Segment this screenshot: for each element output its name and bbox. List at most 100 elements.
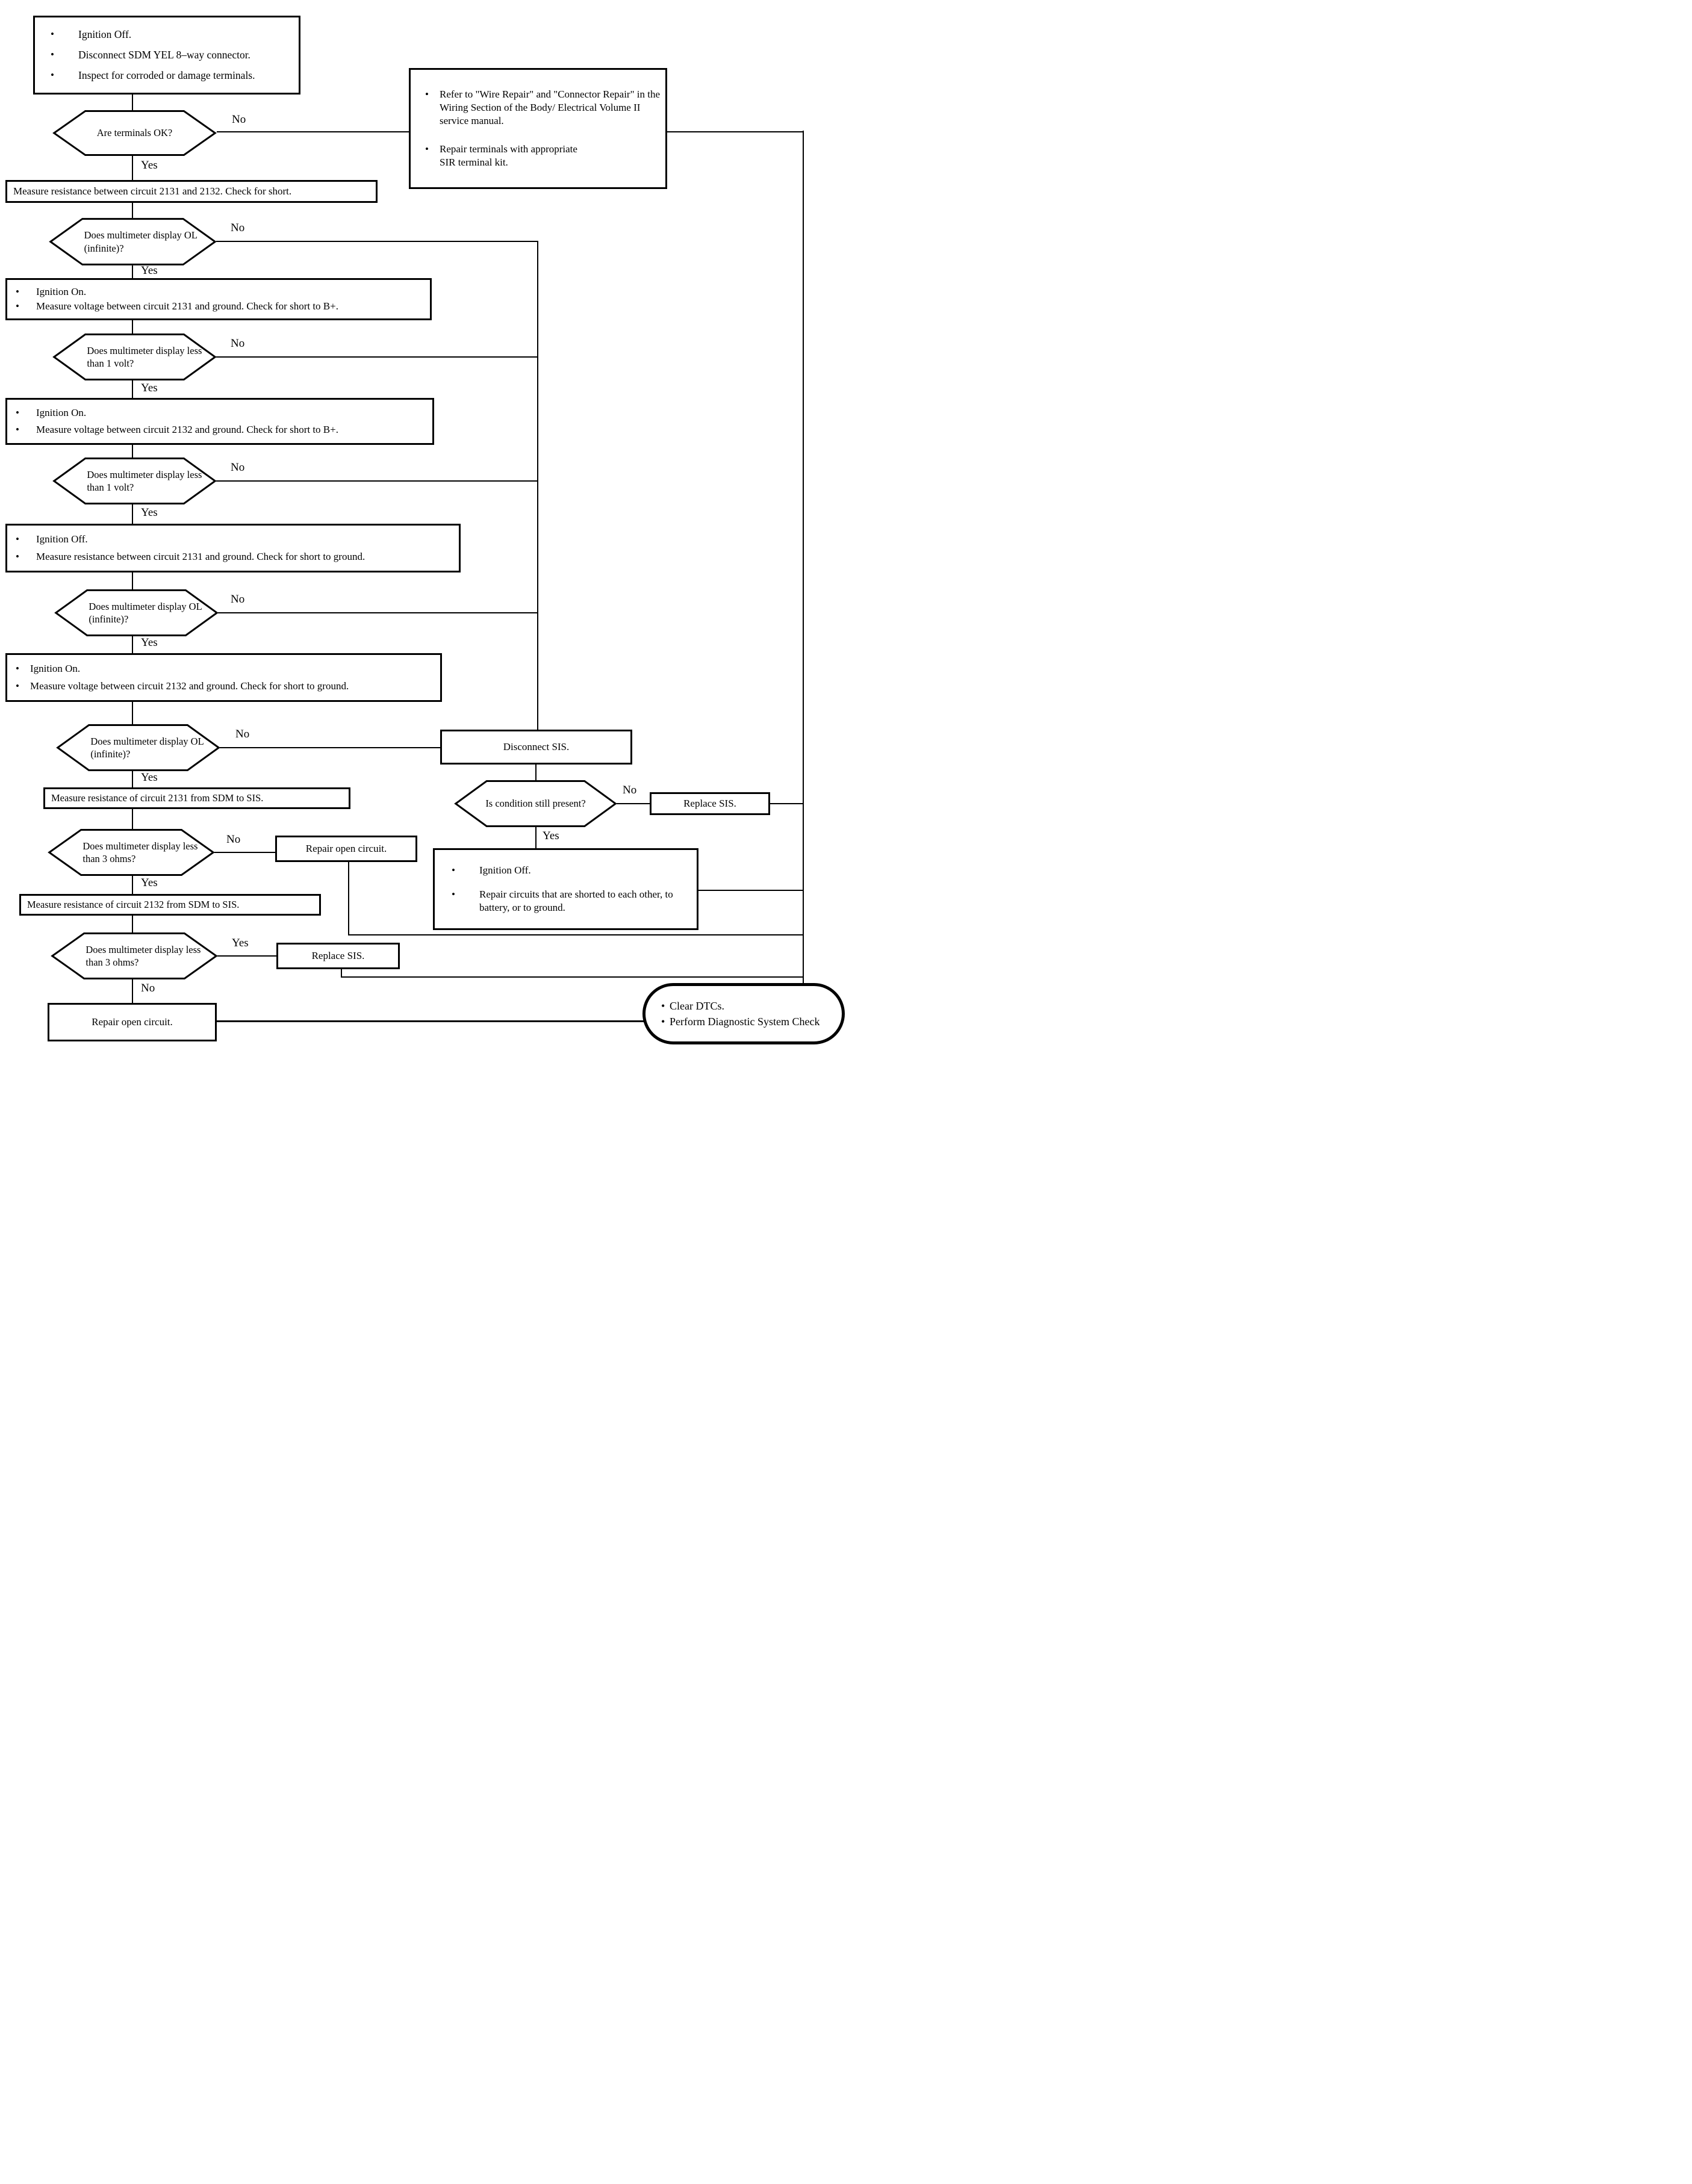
edge-measureshort-to-ol1 (132, 203, 133, 218)
voltage-2132-bplus-box: • Ignition On. • Measure voltage between… (5, 398, 434, 445)
edge-ol2-no (218, 612, 538, 613)
edge-lt1v1-no (216, 356, 538, 358)
label-3ohms1-yes: Yes (140, 876, 159, 889)
label-3ohms2-yes: Yes (231, 937, 250, 949)
edge-ol2-yes (132, 636, 133, 653)
bullet-icon: • (452, 864, 455, 876)
repair-terminals-item: • Repair terminals with appropriate SIR … (425, 143, 661, 169)
edge-m2131sdm-to-3ohms1 (132, 809, 133, 829)
decision-terminals-ok: Are terminals OK? (52, 110, 217, 156)
edge-3ohms1-yes (132, 876, 133, 894)
diagnostic-flowchart: No Yes No Yes No Yes No Yes No Yes No Ye… (0, 0, 846, 1092)
edge-condition-yes (535, 827, 537, 848)
measure-2132-sdm-sis-box: Measure resistance of circuit 2132 from … (19, 894, 321, 916)
start-item-text: Inspect for corroded or damage terminals… (78, 69, 255, 82)
decision-3ohms-2-text: Does multimeter display less than 3 ohms… (86, 943, 201, 968)
edge-shorted-return (698, 890, 804, 891)
edge-replace2-return (341, 976, 804, 978)
hexagon-shape (54, 589, 219, 636)
repair-terminals-text: Repair terminals with appropriate SIR te… (440, 143, 577, 168)
edge-disconnect-to-condition (535, 765, 537, 780)
edge-right-return (803, 131, 804, 983)
voltage-2132-bplus-text: Measure voltage between circuit 2132 and… (36, 423, 338, 435)
edge-terminals-no-left (217, 131, 409, 132)
disconnect-sis-text: Disconnect SIS. (503, 740, 570, 752)
decision-lt1v-2-text: Does multimeter display less than 1 volt… (87, 468, 202, 493)
hexagon-shape (51, 932, 218, 979)
edge-lt1v2-yes (132, 504, 133, 524)
bullet-icon: • (16, 423, 19, 435)
bullet-icon: • (661, 1016, 665, 1028)
edge-condition-no (617, 803, 650, 804)
start-item-text: Disconnect SDM YEL 8–way connector. (78, 49, 250, 61)
label-lt1v2-yes: Yes (140, 506, 159, 519)
start-item: • Disconnect SDM YEL 8–way connector. (51, 48, 294, 62)
resistance-2131-ground-text: Measure resistance between circuit 2131 … (36, 550, 365, 562)
bullet-icon: • (16, 533, 19, 545)
decision-lt1v-2: Does multimeter display less than 1 volt… (52, 458, 217, 504)
decision-terminals-ok-text: Are terminals OK? (96, 127, 173, 139)
edge-3ohms1-no (214, 852, 275, 853)
decision-ol-3-text: Does multimeter display OL (infinite)? (90, 735, 204, 760)
measure-short-box: Measure resistance between circuit 2131 … (5, 180, 378, 203)
end-item-text: Perform Diagnostic System Check (670, 1016, 820, 1028)
edge-replace2-drop (341, 969, 342, 978)
edge-v2132-to-lt1v2 (132, 445, 133, 458)
edge-ol3-no (220, 747, 440, 748)
label-terminals-no: No (231, 113, 247, 126)
decision-lt1v-1-text: Does multimeter display less than 1 volt… (87, 344, 202, 369)
bullet-icon: • (51, 28, 54, 40)
label-ol1-no: No (229, 222, 246, 234)
decision-3ohms-1-text: Does multimeter display less than 3 ohms… (82, 840, 198, 864)
edge-ol3-yes (132, 771, 133, 787)
repair-terminals-text: Refer to "Wire Repair" and "Connector Re… (440, 88, 661, 127)
repair-open-1-box: Repair open circuit. (275, 836, 417, 862)
end-item-text: Clear DTCs. (670, 999, 724, 1012)
repair-open-2-box: Repair open circuit. (48, 1003, 217, 1041)
hexagon-shape (454, 780, 617, 827)
bullet-icon: • (51, 49, 54, 61)
label-condition-yes: Yes (541, 830, 561, 842)
bullet-icon: • (16, 407, 19, 419)
hexagon-shape (56, 724, 220, 771)
label-3ohms2-no: No (140, 982, 157, 994)
edge-m2132sdm-to-3ohms2 (132, 916, 133, 932)
repair-open-1-text: Repair open circuit. (305, 842, 387, 854)
voltage-2132-bplus-text: Ignition On. (36, 407, 87, 419)
start-item-text: Ignition Off. (78, 28, 132, 41)
measure-2132-sdm-sis-text: Measure resistance of circuit 2132 from … (27, 899, 240, 911)
edge-3ohms2-yes (217, 955, 276, 957)
edge-repairopen1-return (348, 934, 804, 935)
repair-terminals-box: • Refer to "Wire Repair" and "Connector … (409, 68, 667, 189)
replace-sis-2-box: Replace SIS. (276, 943, 400, 969)
decision-condition-present: Is condition still present? (454, 780, 617, 827)
edge-ol1-yes (132, 265, 133, 278)
voltage-2131-bplus-text: Ignition On. (36, 285, 87, 297)
decision-ol-2-text: Does multimeter display OL (infinite)? (89, 600, 202, 625)
bullet-icon: • (425, 143, 429, 155)
start-box: • Ignition Off. • Disconnect SDM YEL 8–w… (33, 16, 300, 95)
repair-terminals-item: • Refer to "Wire Repair" and "Connector … (425, 88, 661, 128)
edge-terminals-yes (132, 156, 133, 180)
bullet-icon: • (661, 999, 665, 1012)
resistance-2131-ground-box: • Ignition Off. • Measure resistance bet… (5, 524, 461, 572)
measure-2131-sdm-sis-text: Measure resistance of circuit 2131 from … (51, 792, 264, 804)
label-ol3-yes: Yes (140, 771, 159, 784)
disconnect-sis-box: Disconnect SIS. (440, 730, 632, 765)
voltage-2132-ground-text: Ignition On. (30, 663, 81, 675)
voltage-2132-ground-box: • Ignition On. • Measure voltage between… (5, 653, 442, 702)
replace-sis-1-box: Replace SIS. (650, 792, 770, 815)
label-ol2-no: No (229, 593, 246, 606)
label-condition-no: No (621, 784, 638, 796)
repair-shorted-text: Repair circuits that are shorted to each… (479, 888, 673, 913)
bullet-icon: • (16, 300, 19, 312)
hexagon-shape (49, 218, 217, 265)
bullet-icon: • (51, 69, 54, 81)
decision-ol-1-text: Does multimeter display OL (infinite)? (84, 229, 198, 254)
decision-ol-1: Does multimeter display OL (infinite)? (49, 218, 217, 265)
edge-start-to-terminals (132, 95, 133, 110)
edge-ol1-no (216, 241, 538, 242)
edge-r2131-to-ol2 (132, 572, 133, 589)
decision-3ohms-2: Does multimeter display less than 3 ohms… (51, 932, 218, 979)
measure-short-text: Measure resistance between circuit 2131 … (13, 185, 292, 197)
